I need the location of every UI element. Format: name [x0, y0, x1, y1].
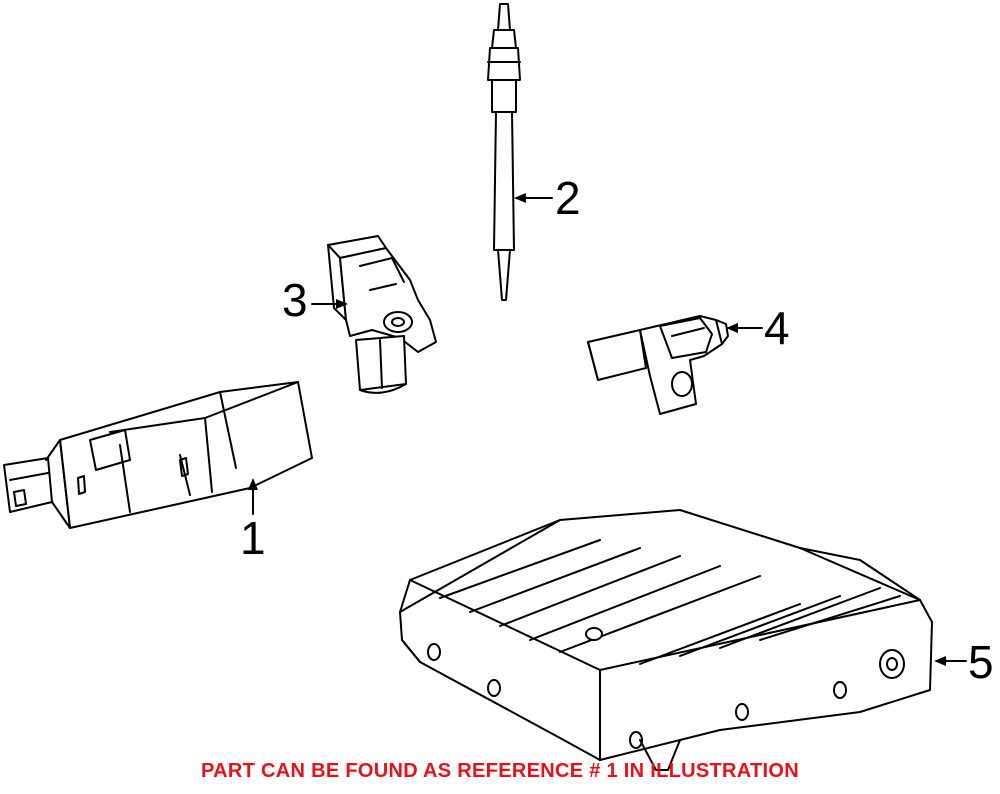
leader-4	[726, 323, 763, 333]
part-4-crankshaft-sensor[interactable]	[587, 315, 729, 415]
part-5-engine-control-unit[interactable]	[399, 509, 933, 771]
leader-2	[514, 193, 553, 203]
leader-5	[934, 656, 967, 666]
footer-note: PART CAN BE FOUND AS REFERENCE # 1 IN IL…	[201, 760, 799, 782]
callout-3: 3	[282, 274, 308, 326]
callout-4: 4	[764, 302, 790, 354]
callout-2: 2	[555, 172, 581, 224]
leader-1	[248, 478, 258, 515]
callout-1: 1	[240, 512, 266, 564]
part-1-control-module[interactable]	[3, 381, 313, 529]
callout-5: 5	[968, 636, 994, 688]
leader-3	[311, 299, 348, 309]
part-2-glow-plug[interactable]	[487, 3, 521, 301]
part-3-camshaft-sensor[interactable]	[327, 235, 437, 394]
